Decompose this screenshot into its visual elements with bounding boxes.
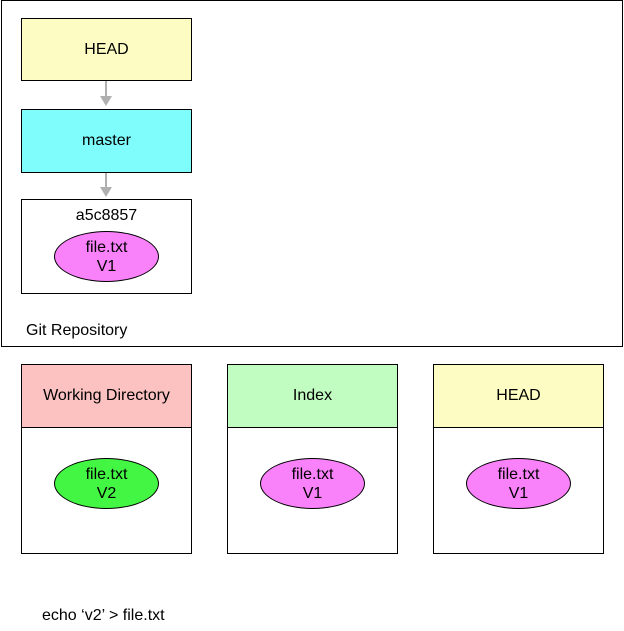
index-header: Index [228, 365, 397, 428]
command-text: echo ‘v2’ > file.txt [42, 607, 165, 624]
index-file-name: file.txt [291, 465, 334, 483]
working-directory-header: Working Directory [22, 365, 191, 428]
git-repository-frame [1, 0, 623, 347]
head-ref-box: HEAD [21, 18, 192, 81]
index-tree: Index file.txt V1 [227, 364, 398, 554]
commit-file-version: V1 [96, 257, 117, 275]
commit-file-blob: file.txt V1 [54, 231, 159, 282]
commit-box: a5c8857 file.txt V1 [21, 199, 192, 294]
master-branch-box: master [21, 109, 192, 173]
commit-file-name: file.txt [85, 238, 128, 256]
head-tree-file-version: V1 [508, 484, 529, 502]
working-directory-tree: Working Directory file.txt V2 [21, 364, 192, 554]
head-tree-file-name: file.txt [497, 465, 540, 483]
head-tree: HEAD file.txt V1 [433, 364, 604, 554]
working-directory-file-blob: file.txt V2 [54, 458, 159, 509]
working-directory-file-version: V2 [96, 484, 117, 502]
head-tree-header: HEAD [434, 365, 603, 428]
index-file-version: V1 [302, 484, 323, 502]
head-tree-file-blob: file.txt V1 [466, 458, 571, 509]
git-repository-label: Git Repository [26, 322, 128, 339]
commit-hash: a5c8857 [75, 207, 138, 224]
working-directory-file-name: file.txt [85, 465, 128, 483]
index-file-blob: file.txt V1 [260, 458, 365, 509]
